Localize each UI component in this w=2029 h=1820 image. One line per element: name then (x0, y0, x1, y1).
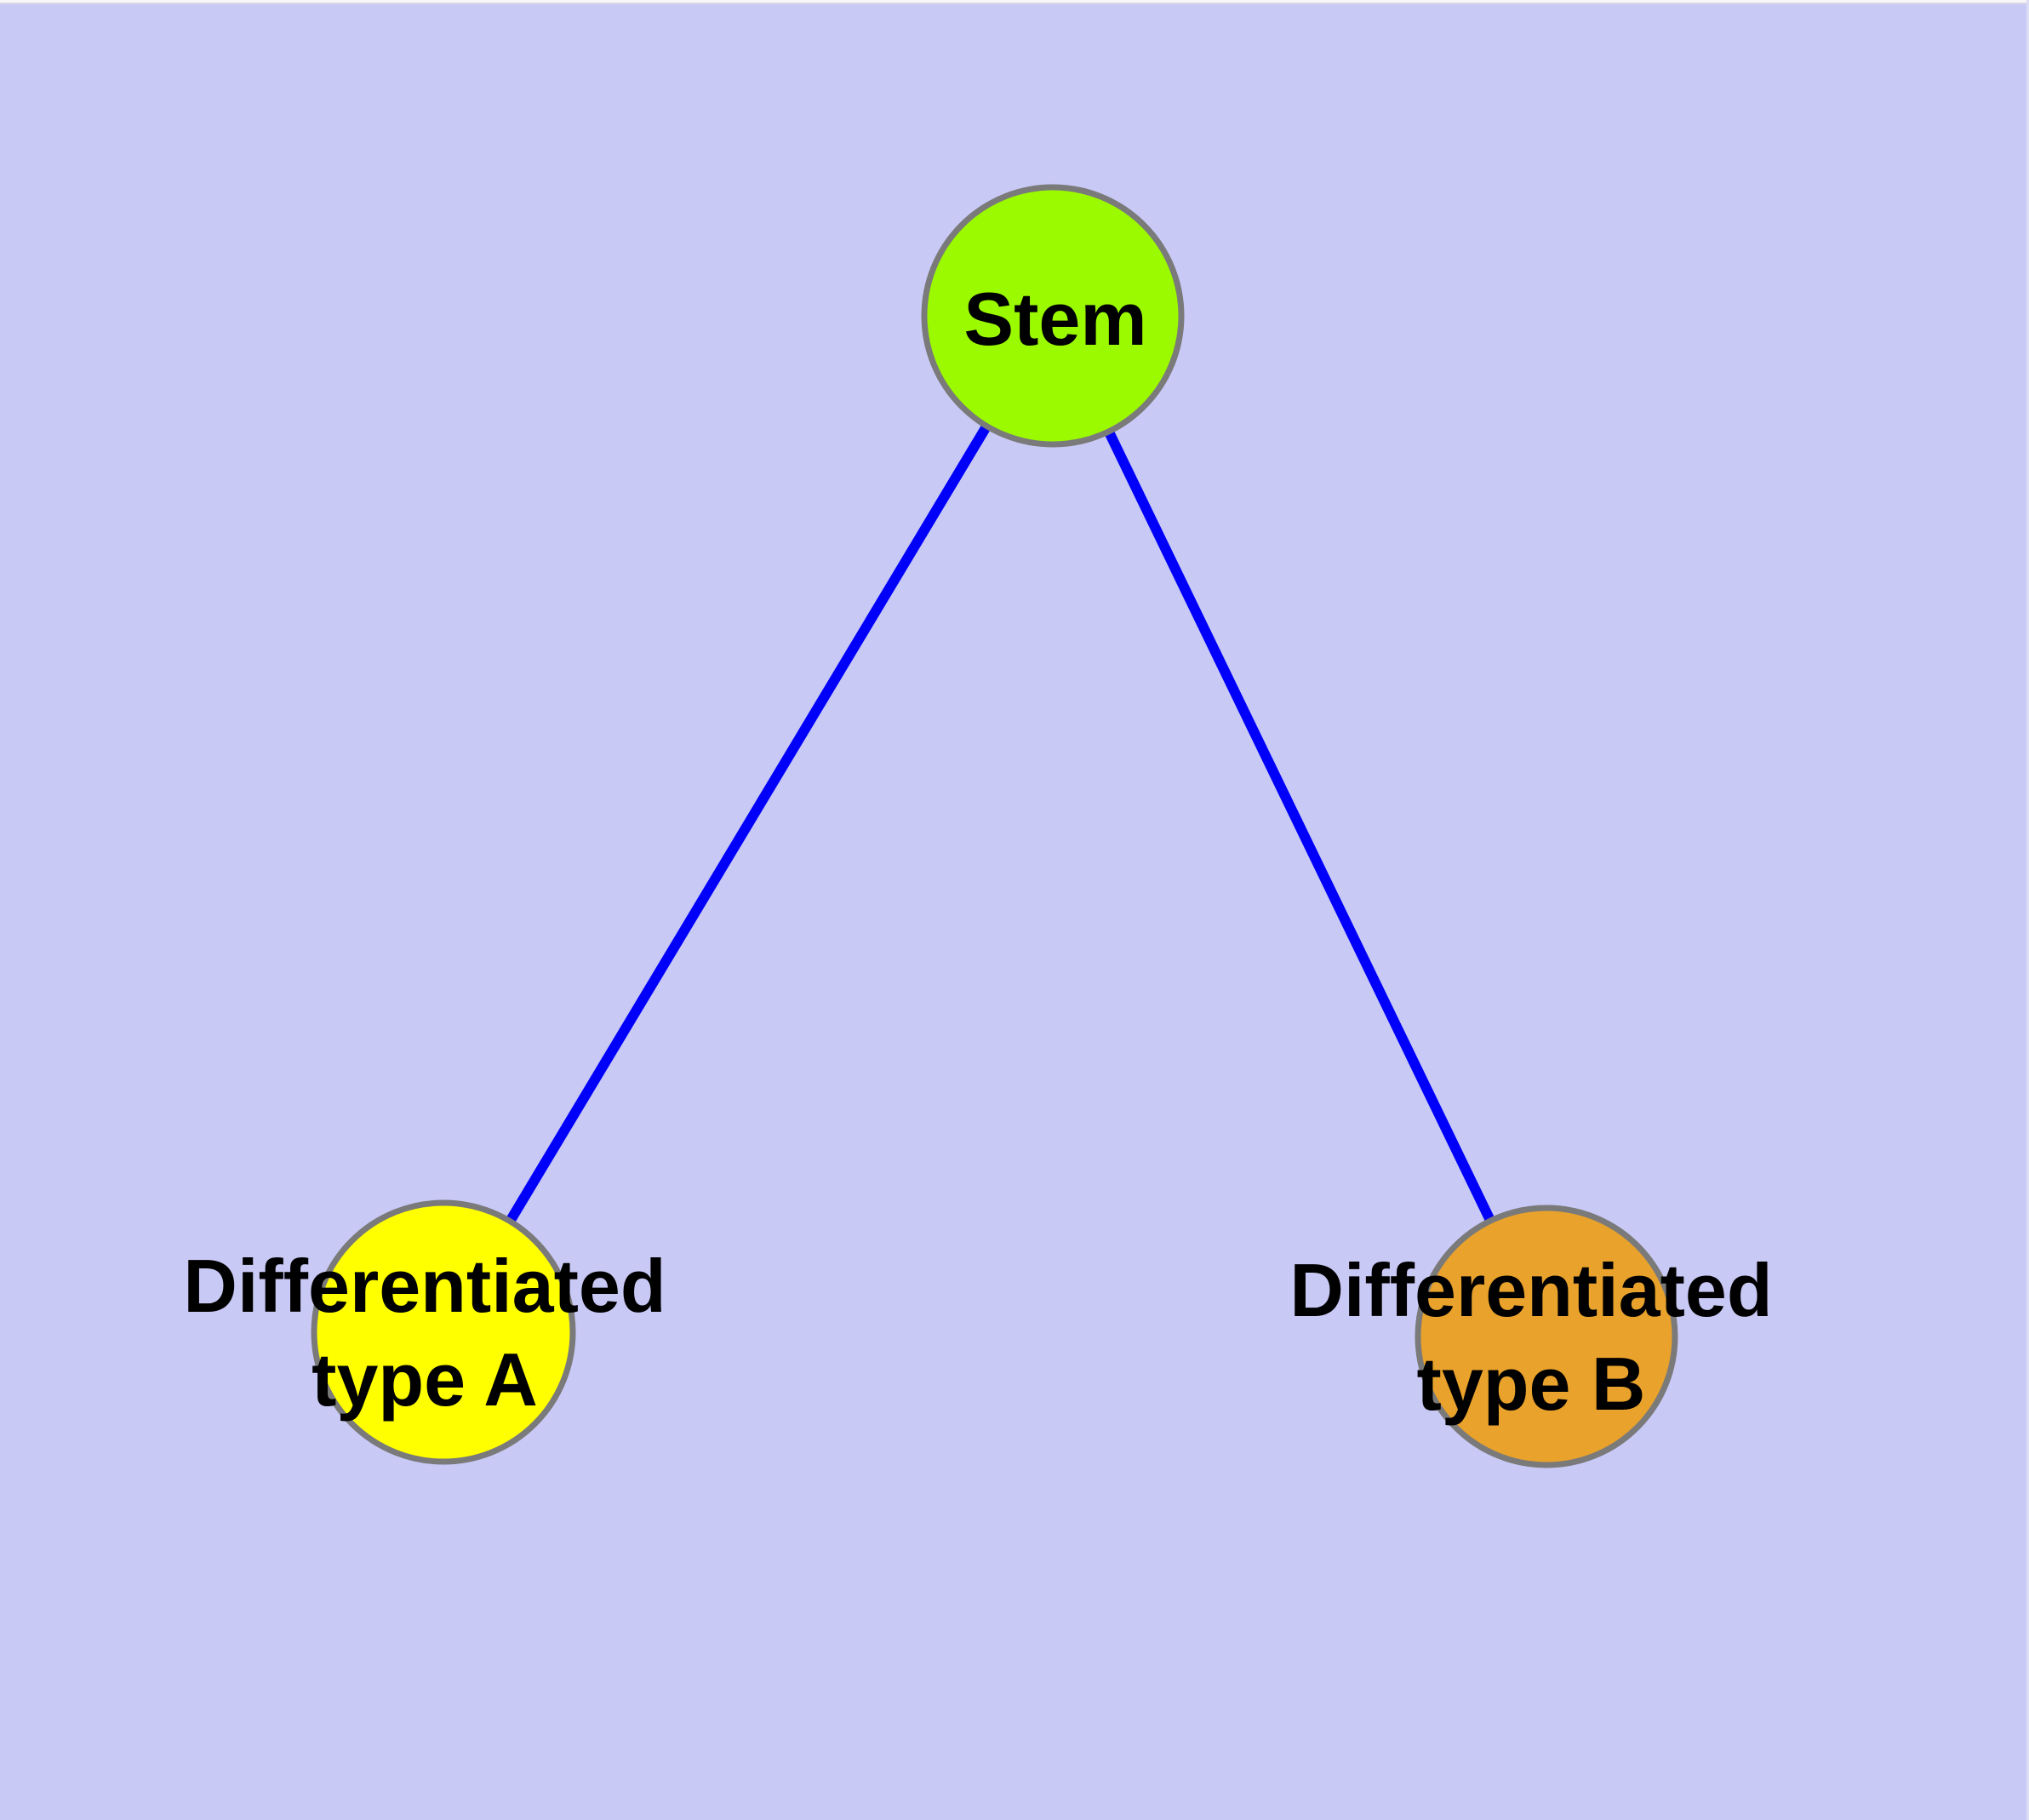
edge-stem-to-type-a[interactable] (438, 312, 1058, 1336)
node-label-stem: Stem (963, 277, 1147, 361)
node-differentiated-type-b[interactable] (1415, 1205, 1678, 1468)
node-stem[interactable] (921, 184, 1185, 448)
edge-stem-to-type-b[interactable] (1048, 313, 1552, 1339)
node-label-differentiated-type-b: Differentiated type B (1289, 1248, 1773, 1426)
window-top-edge (0, 0, 2029, 4)
node-differentiated-type-a[interactable] (311, 1199, 576, 1465)
window-right-edge (2026, 0, 2029, 1820)
node-label-differentiated-type-a: Differentiated type A (183, 1244, 666, 1422)
